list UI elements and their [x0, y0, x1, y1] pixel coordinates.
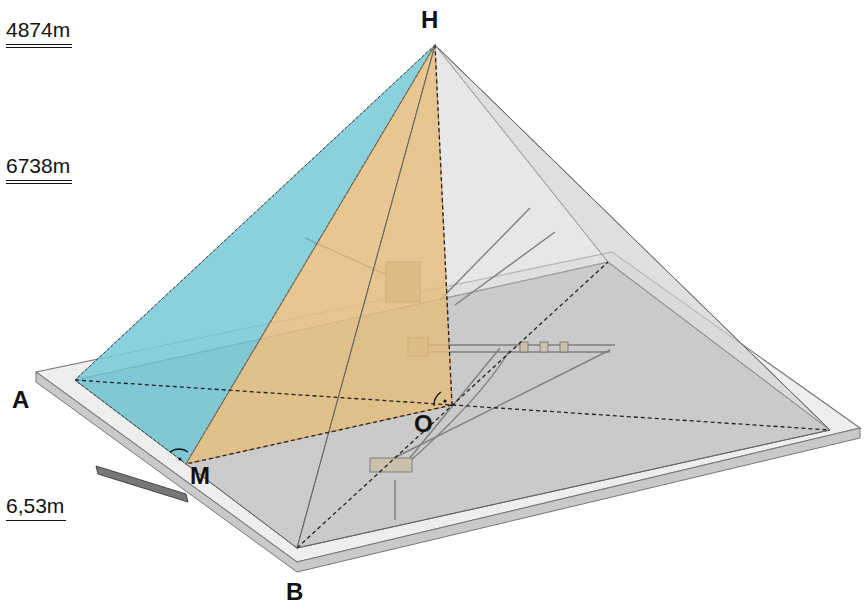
right-angle-mark	[434, 392, 441, 406]
point-label: A	[12, 386, 31, 416]
right-angle-dot	[443, 399, 446, 402]
dimension-label: 6738m	[6, 154, 72, 184]
right-angle-mark	[170, 449, 188, 452]
dimension-label: 4874m	[6, 18, 72, 48]
point-label: M	[190, 462, 212, 492]
dimension-label: 6,53m	[6, 494, 66, 521]
side-block	[96, 466, 188, 502]
point-label: B	[286, 578, 305, 608]
point-label: H	[421, 6, 440, 36]
base-diagonals	[75, 45, 830, 548]
right-angle-dot	[178, 457, 181, 460]
front-face	[297, 45, 830, 548]
point-label: O	[414, 410, 435, 440]
